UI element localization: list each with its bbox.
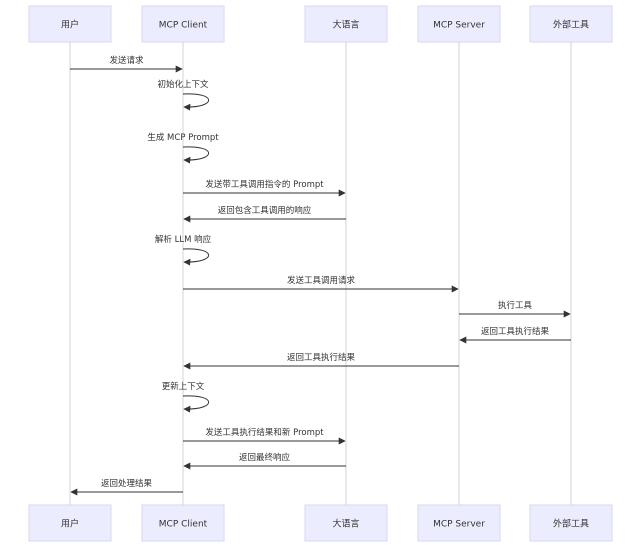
participant-label: MCP Server: [433, 21, 485, 31]
participant-box: [529, 504, 613, 542]
message-label: 返回工具执行结果: [287, 352, 356, 363]
message-1: 发送请求: [70, 55, 183, 73]
participant-box: [304, 504, 388, 542]
message-2: 初始化上下文: [157, 79, 210, 111]
participant-client-bottom: MCP Client: [141, 504, 225, 542]
self-message-arrow: [182, 93, 210, 111]
message-13: 返回最终响应: [183, 452, 346, 470]
participant-box: [529, 5, 613, 43]
participant-label: 大语言: [332, 19, 359, 31]
participant-box: [28, 5, 112, 43]
message-label: 执行工具: [498, 300, 533, 311]
message-5: 返回包含工具调用的响应: [183, 205, 346, 223]
message-12: 发送工具执行结果和新 Prompt: [183, 427, 346, 445]
participant-label: 外部工具: [553, 19, 589, 31]
participant-label: 外部工具: [553, 518, 589, 530]
message-label: 返回最终响应: [239, 452, 291, 463]
participant-label: 用户: [61, 19, 79, 31]
participant-tool-top: 外部工具: [529, 5, 613, 43]
message-label: 生成 MCP Prompt: [147, 132, 219, 143]
message-label: 返回工具执行结果: [481, 326, 550, 337]
participant-box: [28, 504, 112, 542]
message-14: 返回处理结果: [70, 478, 183, 496]
participant-box: [141, 5, 225, 43]
message-4: 发送带工具调用指令的 Prompt: [183, 179, 346, 197]
message-8: 执行工具: [459, 300, 571, 318]
participant-label: MCP Client: [159, 520, 208, 530]
message-10: 返回工具执行结果: [183, 352, 459, 370]
message-label: 返回处理结果: [101, 478, 153, 489]
message-label: 初始化上下文: [157, 79, 209, 90]
self-message-arrow: [182, 248, 210, 266]
participant-llm-bottom: 大语言: [304, 504, 388, 542]
participant-label: 大语言: [332, 518, 359, 530]
participant-box: [417, 5, 501, 43]
participant-box: [417, 504, 501, 542]
participant-tool-bottom: 外部工具: [529, 504, 613, 542]
participant-label: MCP Client: [159, 21, 208, 31]
participant-server-bottom: MCP Server: [417, 504, 501, 542]
participant-box: [304, 5, 388, 43]
participant-label: 用户: [61, 518, 79, 530]
message-7: 发送工具调用请求: [183, 275, 459, 293]
message-11: 更新上下文: [162, 381, 210, 413]
message-label: 发送工具执行结果和新 Prompt: [205, 427, 324, 438]
participant-user-top: 用户: [28, 5, 112, 43]
participant-user-bottom: 用户: [28, 504, 112, 542]
participant-label: MCP Server: [433, 520, 485, 530]
self-message-arrow: [182, 146, 210, 164]
message-6: 解析 LLM 响应: [155, 234, 212, 266]
self-message-arrow: [182, 395, 210, 413]
message-3: 生成 MCP Prompt: [147, 132, 219, 164]
message-label: 发送带工具调用指令的 Prompt: [205, 179, 324, 190]
message-label: 发送工具调用请求: [287, 275, 356, 286]
message-label: 发送请求: [109, 55, 144, 66]
participant-llm-top: 大语言: [304, 5, 388, 43]
participant-box: [141, 504, 225, 542]
message-label: 返回包含工具调用的响应: [218, 205, 312, 216]
message-label: 更新上下文: [162, 381, 205, 392]
participant-client-top: MCP Client: [141, 5, 225, 43]
message-9: 返回工具执行结果: [459, 326, 571, 344]
message-label: 解析 LLM 响应: [155, 234, 212, 245]
participant-server-top: MCP Server: [417, 5, 501, 43]
